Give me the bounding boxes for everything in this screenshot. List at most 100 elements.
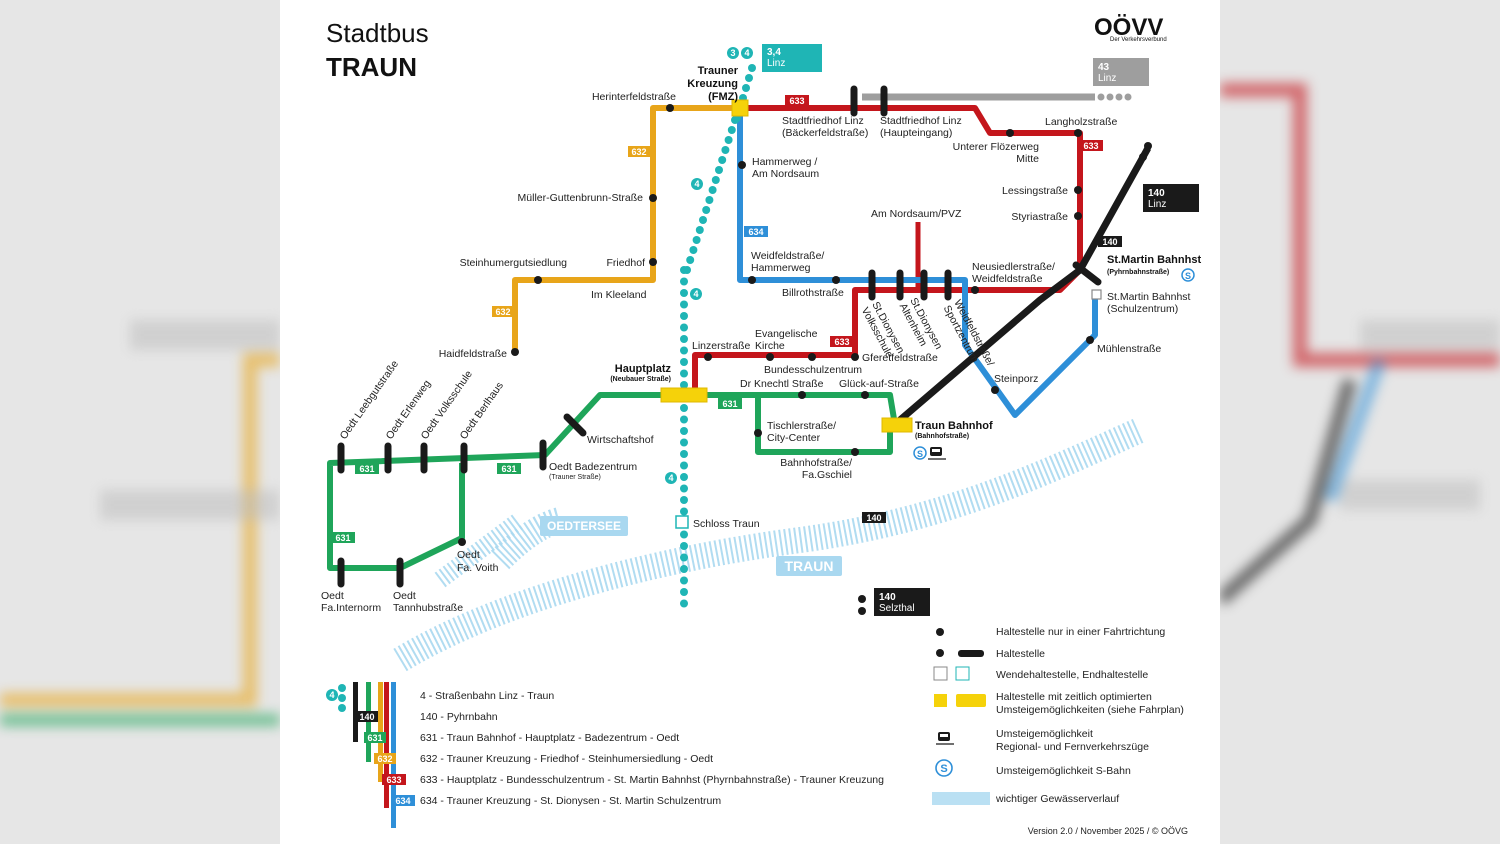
svg-text:633: 633 (834, 337, 849, 347)
stop-stmartin-sub: (Pyhrnbahnstraße) (1107, 269, 1169, 276)
tram-dot (680, 542, 688, 550)
tram-dot (680, 507, 688, 516)
svg-text:633: 633 (1083, 141, 1098, 151)
stop-steinhumer: Steinhumergutsiedlung (460, 257, 568, 269)
network-map: OEDTERSEE TRAUN 3 4 4 4 4 (321, 14, 1201, 836)
stop-haidfeld: Haidfeldstraße (439, 348, 507, 360)
tram-tags: 3 4 4 4 4 (665, 47, 753, 484)
stop-neusiedler: Neusiedlerstraße/Weidfeldstraße (972, 261, 1055, 285)
oedtersee-label: OEDTERSEE (540, 516, 628, 536)
tram-dot (680, 277, 688, 286)
tram-dot (680, 404, 688, 412)
svg-text:634: 634 (748, 227, 763, 237)
stop-traun-bhf: Traun Bahnhof (915, 420, 993, 432)
tram-dot (680, 381, 688, 389)
svg-text:4 - Straßenbahn Linz - Traun: 4 - Straßenbahn Linz - Traun (420, 690, 554, 702)
svg-text:Haltestelle mit zeitlich optim: Haltestelle mit zeitlich optimiertenUmst… (996, 691, 1184, 716)
svg-text:140: 140 (1102, 237, 1117, 247)
route-tags-on-lines: 632 632 633 633 633 634 631 631 631 631 … (331, 95, 1122, 543)
svg-text:140: 140 (359, 712, 374, 722)
tram-dot (680, 346, 688, 355)
title-traun: TRAUN (326, 52, 417, 82)
line-633-route (692, 105, 1083, 395)
tram-dot (680, 565, 688, 573)
route-box-140-selzthal[interactable]: 140 Selzthal (874, 588, 930, 616)
tram-dot (680, 415, 688, 424)
tram-dot (680, 289, 688, 297)
line-140-end-dots (858, 142, 1152, 615)
route-box-3-4-linz[interactable]: 3,4 Linz (762, 44, 822, 72)
tram-dot (695, 226, 704, 234)
svg-text:OÖVV: OÖVV (1094, 14, 1163, 41)
tram-dot (711, 176, 720, 184)
terminal-st-martin-schulzentrum[interactable] (1091, 289, 1102, 300)
svg-text:632: 632 (495, 307, 510, 317)
svg-text:634: 634 (395, 796, 410, 806)
hub-hauptplatz[interactable] (660, 387, 708, 403)
line-140-route (897, 146, 1152, 423)
svg-text:140: 140 (879, 592, 896, 603)
stop-hammerweg: Hammerweg /Am Nordsaum (752, 156, 819, 180)
svg-text:4: 4 (668, 473, 673, 483)
svg-text:632 - Trauner Kreuzung - Fried: 632 - Trauner Kreuzung - Friedhof - Stei… (420, 753, 713, 765)
tram-dot (680, 473, 688, 481)
stop-stmartin: St.Martin Bahnhst (1107, 254, 1201, 266)
tram-dot (731, 116, 739, 124)
tram-line-4-dots (680, 64, 756, 608)
tram-dot (689, 246, 698, 254)
stop-wirtschaftshof: Wirtschaftshof (587, 434, 654, 446)
hub-trauner-kreuzung[interactable] (731, 99, 749, 117)
tram-dot (742, 84, 750, 92)
legend-line-list: 4 - Straßenbahn Linz - Traun 140 - Pyhrn… (420, 690, 884, 807)
hub-traun-bahnhof[interactable] (881, 417, 913, 433)
svg-text:632: 632 (377, 754, 392, 764)
background-blur-right (1220, 0, 1500, 844)
route-box-43-linz[interactable]: 43 Linz (1093, 58, 1149, 86)
svg-text:3: 3 (730, 48, 735, 58)
tram-dot (680, 438, 688, 447)
stop-hauptplatz-sub: (Neubauer Straße) (610, 376, 671, 383)
svg-text:631 - Traun Bahnhof - Hauptpla: 631 - Traun Bahnhof - Hauptplatz - Badez… (420, 732, 679, 744)
svg-text:Wendehaltestelle, Endhaltestel: Wendehaltestelle, Endhaltestelle (996, 669, 1148, 681)
svg-text:4: 4 (744, 48, 749, 58)
traun-river-label: TRAUN (776, 556, 842, 576)
tram-dot (680, 553, 688, 562)
network-map-card: OEDTERSEE TRAUN 3 4 4 4 4 (280, 0, 1220, 844)
stop-badezentrum-sub: (Trauner Straße) (549, 474, 601, 481)
svg-text:140: 140 (1148, 188, 1165, 199)
line-43-route (862, 93, 1132, 101)
stop-badezentrum: Oedt Badezentrum (549, 461, 637, 473)
tram-dot (680, 599, 688, 608)
stop-sf-baecker: Stadtfriedhof Linz(Bäckerfeldstraße) (782, 115, 868, 139)
line-634-route (737, 108, 1098, 418)
svg-text:634 - Trauner Kreuzung - St. D: 634 - Trauner Kreuzung - St. Dionysen - … (420, 795, 721, 807)
tram-dot (680, 530, 688, 539)
train-icon (928, 447, 946, 460)
tram-dot (680, 312, 688, 320)
stop-linzer: Linzerstraße (692, 340, 751, 352)
route-box-140-linz[interactable]: 140 Linz (1143, 184, 1199, 212)
stop-langholz: Langholzstraße (1045, 116, 1118, 128)
svg-text:Haltestelle: Haltestelle (996, 648, 1045, 660)
stop-tischler: Tischlerstraße/City-Center (767, 420, 836, 444)
water-course (393, 418, 1146, 672)
tram-dot (680, 588, 688, 596)
tram-dot (699, 216, 707, 224)
stop-bars (337, 85, 1102, 588)
line-631-loop (755, 395, 893, 455)
tram-dot (715, 166, 723, 174)
tram-dot (748, 64, 756, 72)
title-stadtbus: Stadtbus (326, 18, 429, 48)
terminal-schloss-traun[interactable] (675, 515, 689, 529)
stop-stmartin-schul: St.Martin Bahnhst(Schulzentrum) (1107, 291, 1191, 315)
legend-symbol-texts: Haltestelle nur in einer Fahrtrichtung H… (995, 626, 1184, 805)
svg-text:3,4: 3,4 (767, 47, 781, 58)
stop-friedhof: Friedhof (606, 257, 645, 269)
tram-dot (705, 196, 714, 204)
svg-text:140: 140 (866, 513, 881, 523)
stop-bschulz: Bundesschulzentrum (764, 364, 862, 376)
tram-dot (745, 74, 753, 82)
